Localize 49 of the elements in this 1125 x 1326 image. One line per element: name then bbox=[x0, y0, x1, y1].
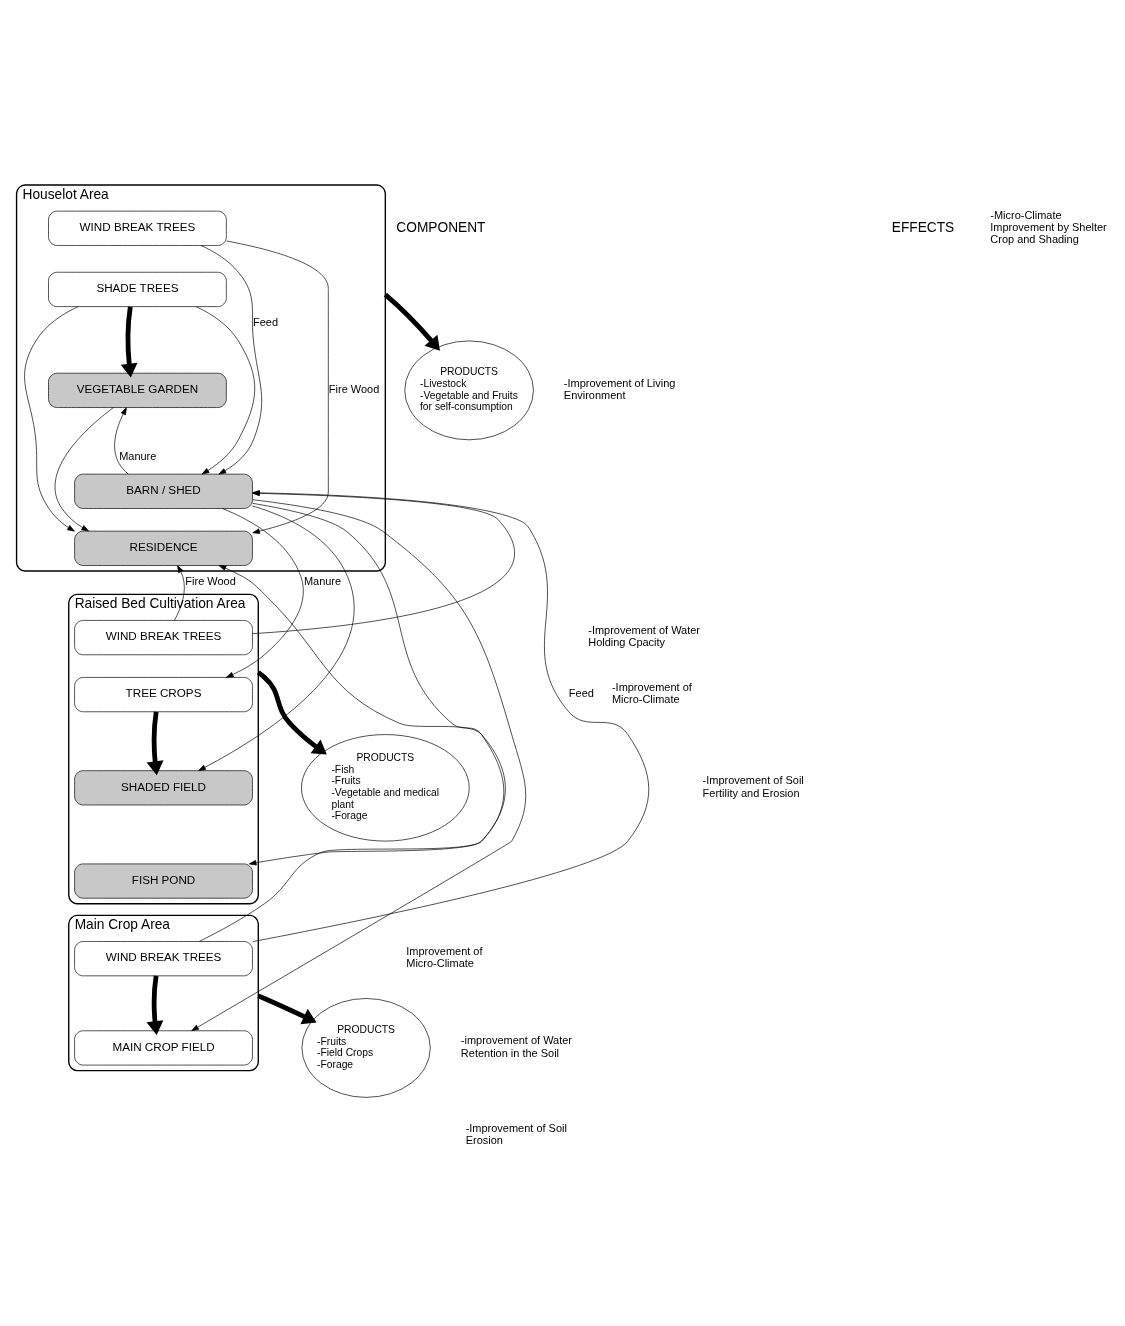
edge-label: Manure bbox=[303, 575, 342, 588]
node-box: MAIN CROP FIELD bbox=[74, 1030, 253, 1066]
label: -Improvement of Micro-Climate bbox=[611, 681, 692, 706]
arrow bbox=[248, 502, 505, 866]
label: -Improvement of Water Holding Cpacity bbox=[588, 624, 700, 649]
arrow bbox=[252, 490, 515, 634]
arrow bbox=[120, 306, 138, 378]
arrow bbox=[24, 306, 79, 532]
arrow bbox=[195, 306, 256, 475]
arrow bbox=[199, 565, 506, 942]
node-box: FISH POND bbox=[74, 863, 253, 899]
node-box: SHADED FIELD bbox=[74, 770, 253, 806]
arrow bbox=[226, 240, 329, 534]
arrow bbox=[256, 670, 327, 755]
node-box: BARN / SHED bbox=[74, 473, 253, 509]
label: -Micro-Climate Improvement by Shelter Crop and Shading bbox=[990, 208, 1107, 246]
label: EFFECTS bbox=[891, 219, 955, 235]
edge-label: Fire Wood bbox=[328, 382, 380, 395]
arrow bbox=[146, 975, 164, 1036]
arrow bbox=[252, 490, 650, 942]
label: -Improvement of Soil Fertility and Erosion bbox=[702, 774, 804, 799]
node-box: TREE CROPS bbox=[74, 677, 253, 713]
edge-label: Feed bbox=[568, 687, 594, 700]
label: Improvement of Micro-Climate bbox=[406, 945, 483, 970]
arrow bbox=[257, 993, 317, 1025]
label: -Improvement of Living Environment bbox=[563, 376, 676, 402]
arrow bbox=[146, 711, 164, 776]
arrow bbox=[54, 407, 114, 532]
node-box: VEGETABLE GARDEN bbox=[48, 372, 227, 408]
edge-label: Manure bbox=[119, 449, 157, 462]
arrow bbox=[191, 499, 527, 1032]
edge-label: Feed bbox=[252, 316, 279, 329]
arrow bbox=[174, 565, 185, 621]
node-box: SHADE TREES bbox=[48, 271, 227, 307]
arrow bbox=[114, 407, 129, 475]
arrow bbox=[200, 245, 263, 475]
node-box: WIND BREAK TREES bbox=[48, 210, 227, 246]
arrow bbox=[222, 508, 304, 678]
label: -improvement of Water Retention in the Soil bbox=[460, 1034, 573, 1059]
arrow bbox=[198, 505, 355, 771]
arrow bbox=[383, 292, 440, 351]
edge-label: Fire Wood bbox=[185, 575, 236, 588]
node-box: WIND BREAK TREES bbox=[74, 620, 253, 656]
node-ellipse: PRODUCTS -Livestock -Vegetable and Fruits for self-consumption bbox=[404, 340, 534, 441]
label: -Improvement of Soil Erosion bbox=[465, 1121, 567, 1146]
label: COMPONENT bbox=[396, 219, 486, 235]
node-ellipse: PRODUCTS -Fish -Fruits -Vegetable and medical plant -Forage bbox=[301, 734, 470, 842]
node-box: WIND BREAK TREES bbox=[74, 941, 253, 977]
node-box: RESIDENCE bbox=[74, 530, 253, 566]
